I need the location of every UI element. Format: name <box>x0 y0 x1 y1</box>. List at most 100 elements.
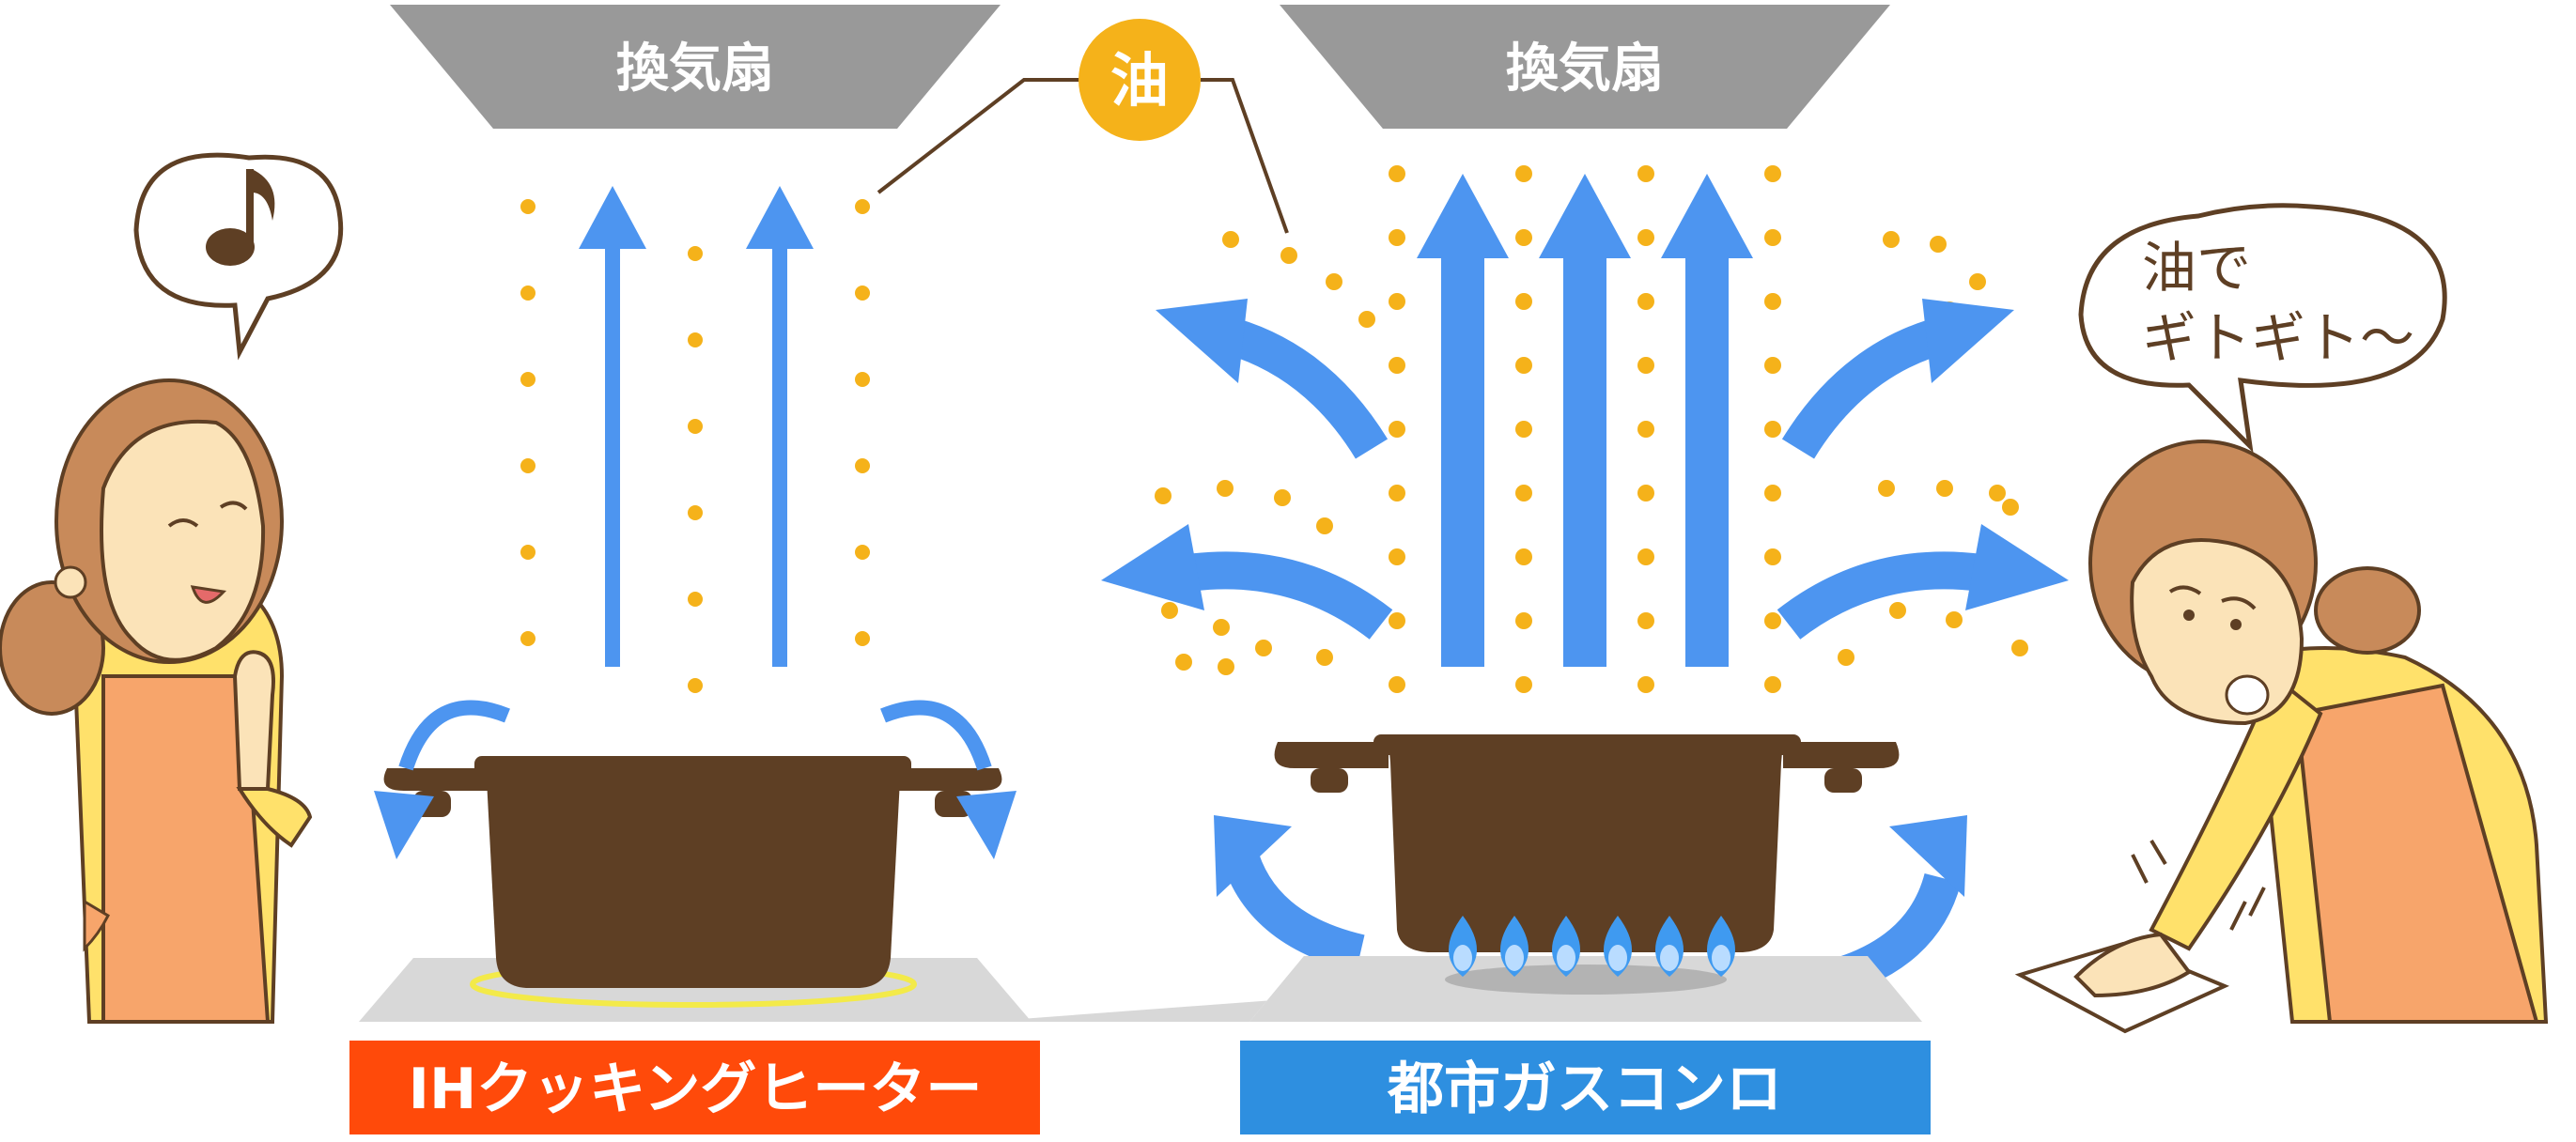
oil-dot <box>1389 485 1405 502</box>
gas-flames <box>1449 916 1735 977</box>
oil-dot <box>520 631 535 646</box>
oil-dot <box>520 372 535 387</box>
oil-dot <box>1389 165 1405 182</box>
oil-dots-right <box>1155 165 2028 693</box>
oil-dot <box>1637 165 1654 182</box>
arrow-icon <box>1216 315 1389 459</box>
oil-dot <box>1161 602 1178 619</box>
oil-dot <box>1389 357 1405 374</box>
arrow-icon <box>956 791 1016 859</box>
oil-dot <box>1515 293 1532 310</box>
caption-ih: IHクッキングヒーター <box>349 1041 1040 1134</box>
oil-dot <box>1764 676 1781 693</box>
flame-core <box>1505 945 1524 971</box>
caption-gas-text: 都市ガスコンロ <box>1387 1057 1782 1122</box>
oil-dot <box>520 545 535 560</box>
arrow-icon <box>398 700 510 771</box>
oil-dot <box>1358 311 1375 328</box>
oil-dot <box>1389 676 1405 693</box>
airflow-arrows-right <box>1417 174 1753 667</box>
oil-dot <box>1637 676 1654 693</box>
oil-dot <box>1989 485 2006 502</box>
oil-dot <box>520 199 535 214</box>
airflow-arrows-left <box>579 186 814 667</box>
oil-dot <box>855 286 870 301</box>
oil-dot <box>1764 357 1781 374</box>
oil-dot <box>2002 499 2019 516</box>
oil-dot <box>1515 612 1532 629</box>
oil-dot <box>688 332 703 347</box>
arrow-icon <box>1539 174 1631 667</box>
oil-dot <box>688 505 703 520</box>
oil-dot <box>1764 612 1781 629</box>
oil-dot <box>1389 548 1405 565</box>
spread-arrows <box>1101 299 2069 1000</box>
oil-dot <box>1316 649 1333 666</box>
oil-dot <box>1764 293 1781 310</box>
oil-dot <box>1280 247 1297 264</box>
oil-dot <box>1764 165 1781 182</box>
oil-dot <box>1637 421 1654 438</box>
gas-panel: 換気扇 <box>983 5 2069 1134</box>
range-hood-left: 換気扇 <box>390 5 1001 129</box>
caption-ih-text: IHクッキングヒーター <box>409 1057 983 1122</box>
speech-bubble-left <box>133 152 344 361</box>
speech-text-line1: 油で <box>2142 236 2251 300</box>
oil-dot <box>855 545 870 560</box>
arrow-icon <box>579 186 646 667</box>
oil-dot <box>1217 480 1234 497</box>
oil-callout: 油 <box>877 19 1289 234</box>
arrow-icon <box>1889 815 1967 897</box>
oil-badge-label: 油 <box>1110 46 1169 115</box>
oil-dot <box>1764 421 1781 438</box>
oil-dot <box>1883 231 1900 248</box>
oil-dot <box>1213 619 1230 636</box>
oil-dot <box>1637 357 1654 374</box>
oil-dot <box>688 592 703 607</box>
oil-dot <box>1175 654 1192 671</box>
hood-label-left: 換気扇 <box>616 39 774 100</box>
gas-burner <box>1445 965 1727 995</box>
oil-dot <box>1637 229 1654 246</box>
oil-dot <box>520 286 535 301</box>
curl-arrows-left <box>374 700 1016 859</box>
oil-dot <box>1222 231 1239 248</box>
oil-dot <box>1637 612 1654 629</box>
troubled-woman: 油で ギトギト～ <box>2014 203 2549 1034</box>
arrow-icon <box>1186 551 1393 640</box>
oil-dot <box>1515 676 1532 693</box>
oil-dots-left <box>520 199 870 693</box>
oil-dot <box>1637 293 1654 310</box>
oil-dot <box>1878 480 1895 497</box>
oil-dot <box>1326 273 1342 290</box>
oil-dot <box>1764 548 1781 565</box>
arrow-icon <box>1219 844 1365 972</box>
pot-left <box>383 756 1002 988</box>
oil-dot <box>1936 480 1953 497</box>
flame-core <box>1453 945 1472 971</box>
arrow-icon <box>746 186 814 667</box>
oil-dot <box>1764 485 1781 502</box>
oil-dot <box>1389 229 1405 246</box>
arrow-icon <box>1781 315 1954 459</box>
oil-dot <box>1255 640 1272 656</box>
oil-dot <box>1515 229 1532 246</box>
oil-dot <box>1946 611 1963 628</box>
flame-core <box>1557 945 1575 971</box>
oil-dot <box>1838 649 1854 666</box>
oil-dot <box>1515 165 1532 182</box>
arrow-icon <box>1101 524 1204 610</box>
arrow-icon <box>1777 551 1984 640</box>
happy-woman <box>0 152 344 1024</box>
oil-dot <box>1764 229 1781 246</box>
oil-dot <box>1389 612 1405 629</box>
arrow-icon <box>1965 524 2069 610</box>
ih-panel: 換気扇 <box>349 5 1040 1134</box>
oil-dot <box>2011 640 2028 656</box>
flame-core <box>1712 945 1730 971</box>
arrow-icon <box>1922 299 2014 383</box>
oil-dot <box>688 678 703 693</box>
oil-dot <box>1389 293 1405 310</box>
oil-dot <box>1515 357 1532 374</box>
oil-dot <box>1218 658 1234 675</box>
